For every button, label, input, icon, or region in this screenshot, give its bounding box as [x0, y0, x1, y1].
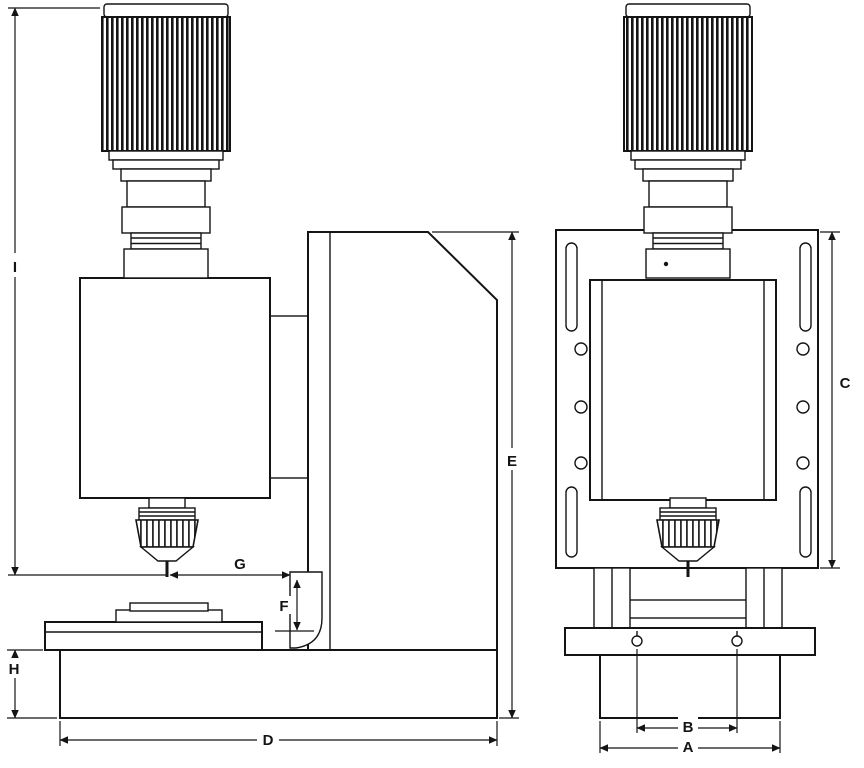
drill-chuck-right: [656, 497, 720, 577]
support-legs: [593, 567, 783, 629]
slot-bottom-right: [799, 486, 812, 558]
dimension-I: I: [6, 7, 166, 576]
dimension-F: F: [275, 579, 314, 632]
mount-plate: [267, 315, 313, 479]
side-view: [44, 3, 498, 719]
spindle-body-front: [589, 279, 777, 501]
dim-label-c: C: [840, 375, 851, 392]
pedestal: [599, 654, 781, 719]
workpiece: [115, 602, 223, 623]
dimension-D: D: [59, 721, 498, 749]
dimension-A: A: [599, 721, 781, 757]
dim-label-b: B: [683, 719, 694, 736]
slot-bottom-left: [565, 486, 578, 558]
motor-left: [101, 3, 231, 279]
worktable: [44, 621, 263, 651]
spindle-head: [79, 277, 271, 499]
hole: [574, 456, 588, 470]
dimension-G: G: [169, 556, 291, 579]
dimension-C: C: [820, 231, 854, 569]
dim-label-i: I: [13, 259, 17, 276]
motor-right: [623, 3, 753, 279]
dim-label-g: G: [234, 556, 246, 573]
hole: [796, 400, 810, 414]
slot-top-right: [799, 242, 812, 332]
dim-label-f: F: [279, 598, 288, 615]
dim-label-e: E: [507, 453, 517, 470]
machine-base: [59, 649, 498, 719]
hole: [796, 456, 810, 470]
column: [307, 231, 498, 719]
dim-label-h: H: [9, 661, 20, 678]
dimension-E: E: [432, 231, 521, 719]
dimension-H: H: [4, 649, 57, 719]
hole: [574, 342, 588, 356]
anchor-bolts: [631, 631, 743, 647]
dimension-B: B: [636, 649, 738, 737]
dim-label-a: A: [683, 739, 694, 756]
front-view: [555, 3, 819, 719]
hole: [796, 342, 810, 356]
drill-chuck-left: [135, 497, 199, 577]
base-plate: [564, 627, 816, 656]
hole: [574, 400, 588, 414]
set-screw-dot: [663, 261, 669, 267]
column-foot-bracket: [289, 571, 323, 649]
dim-label-d: D: [263, 732, 274, 749]
slot-top-left: [565, 242, 578, 332]
